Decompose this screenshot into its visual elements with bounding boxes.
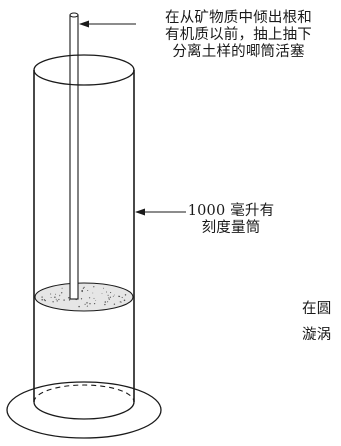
stipple-dot <box>61 292 63 294</box>
stipple-dot <box>61 287 63 289</box>
stipple-dot <box>58 298 60 301</box>
stipple-dot <box>92 292 94 294</box>
stipple-dot <box>106 291 107 293</box>
stipple-dot <box>123 299 126 302</box>
stipple-dot <box>41 296 43 298</box>
stipple-dot <box>41 299 43 301</box>
plunger-annotation: 在从矿物质中倾出根和 有机质以前，抽上抽下 分离土样的唧筒活塞 <box>136 10 341 61</box>
stipple-dot <box>101 293 103 295</box>
cutoff-annotation-line-2: 漩涡 <box>302 327 332 343</box>
plunger-annotation-line-3: 分离土样的唧筒活塞 <box>172 44 305 60</box>
stipple-dot <box>104 303 106 306</box>
cylinder-annotation-line-2: 刻度量筒 <box>201 220 261 236</box>
stipple-dot <box>93 297 95 299</box>
stipple-dot <box>59 295 61 297</box>
stipple-dot <box>119 301 121 303</box>
stipple-dot <box>124 294 127 296</box>
stipple-dot <box>114 294 115 296</box>
stipple-dot <box>108 298 110 300</box>
stipple-dot <box>52 301 54 303</box>
plunger-leader <box>79 20 136 28</box>
stipple-dot <box>55 293 56 295</box>
stipple-dot <box>83 286 85 288</box>
stipple-dot <box>121 296 123 299</box>
stipple-dot <box>104 301 107 303</box>
stipple-dot <box>59 294 61 296</box>
stipple-dot <box>80 298 83 300</box>
stipple-dot <box>88 297 91 299</box>
stipple-dot <box>107 294 109 296</box>
stipple-dot <box>86 302 88 304</box>
plunger-rod <box>69 12 79 300</box>
stipple-dot <box>87 289 89 292</box>
stipple-dot <box>93 286 95 288</box>
stipple-dot <box>109 296 112 298</box>
stipple-dot <box>81 289 83 292</box>
cylinder-bottom-back <box>33 384 135 403</box>
stipple-dot <box>120 301 122 303</box>
stipple-dot <box>112 295 114 297</box>
cylinder-annotation: 1000 毫升有 刻度量筒 <box>186 203 276 237</box>
stipple-dot <box>89 303 91 305</box>
stipple-dot <box>78 305 80 308</box>
liquid-surface <box>34 282 134 312</box>
cutoff-margin-annotation: 在圆 漩涡 <box>302 296 341 348</box>
stipple-dot <box>103 287 105 289</box>
stipple-dot <box>113 303 116 305</box>
cutoff-annotation-line-1: 在圆 <box>302 301 332 317</box>
stipple-dot <box>54 296 56 298</box>
cylinder-walls <box>33 70 135 402</box>
stipple-dot <box>63 299 65 301</box>
stipple-dot <box>82 287 85 289</box>
stipple-dot <box>95 300 97 301</box>
stipple-dot <box>44 299 46 302</box>
stipple-dot <box>55 298 57 300</box>
cylinder-leader <box>135 208 186 216</box>
stipple-dot <box>93 302 96 305</box>
stipple-dot <box>108 297 110 299</box>
stipple-dot <box>56 300 58 302</box>
stipple-dot <box>68 299 71 301</box>
stipple-dot <box>86 305 88 307</box>
cylinder-rim <box>33 54 135 86</box>
cylinder-bottom-front <box>33 401 135 420</box>
stipple-dot <box>119 296 121 297</box>
stipple-dot <box>50 297 52 298</box>
plunger-annotation-line-2: 有机质以前，抽上抽下 <box>165 27 312 43</box>
plunger-annotation-line-1: 在从矿物质中倾出根和 <box>165 10 312 26</box>
stipple-dot <box>84 303 86 305</box>
cylinder-base <box>6 381 162 439</box>
stipple-dot <box>110 292 112 294</box>
stipple-dot <box>50 293 52 295</box>
stipple-dot <box>107 301 109 303</box>
stipple-dot <box>67 297 70 299</box>
cylinder-annotation-line-1: 1000 毫升有 <box>187 203 275 219</box>
